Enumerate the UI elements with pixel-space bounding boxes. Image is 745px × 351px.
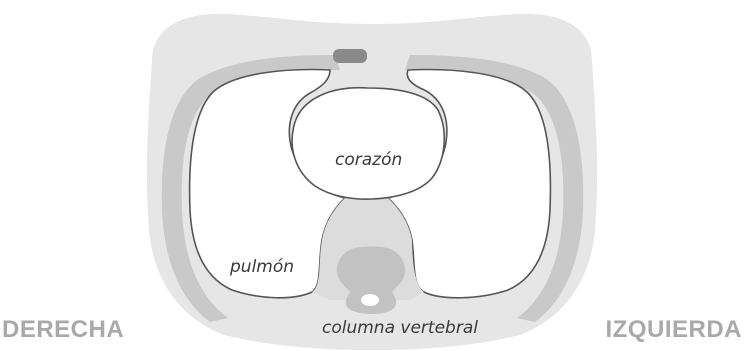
spinal-canal	[361, 294, 379, 306]
heart	[292, 88, 444, 199]
spine-label: columna vertebral	[322, 318, 478, 338]
heart-label: corazón	[335, 150, 402, 170]
left-side-label: IZQUIERDA	[606, 316, 743, 343]
lung-label: pulmón	[229, 257, 294, 277]
right-side-label: DERECHA	[2, 316, 124, 343]
sternum	[333, 49, 367, 63]
